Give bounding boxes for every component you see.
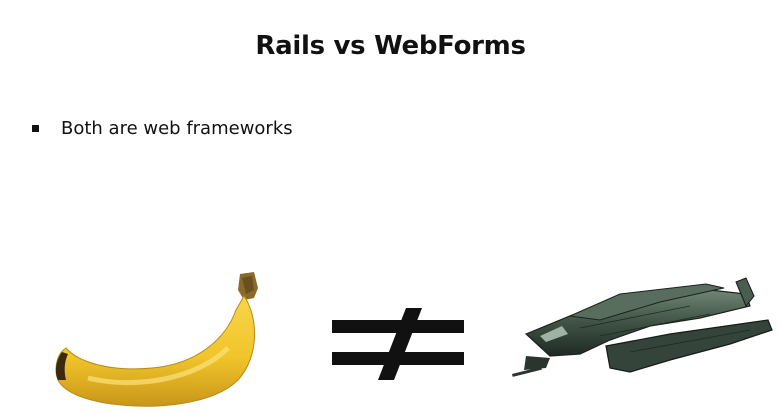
banana-image xyxy=(55,272,258,407)
spaceship-image xyxy=(511,277,773,377)
bullet-text: Both are web frameworks xyxy=(61,118,293,139)
slide-title: Rails vs WebForms xyxy=(255,31,526,61)
bullet-marker xyxy=(32,125,39,132)
not-equal-icon xyxy=(332,308,464,380)
bullet-item: Both are web frameworks xyxy=(32,118,293,139)
bullet-list: Both are web frameworks xyxy=(32,118,293,139)
